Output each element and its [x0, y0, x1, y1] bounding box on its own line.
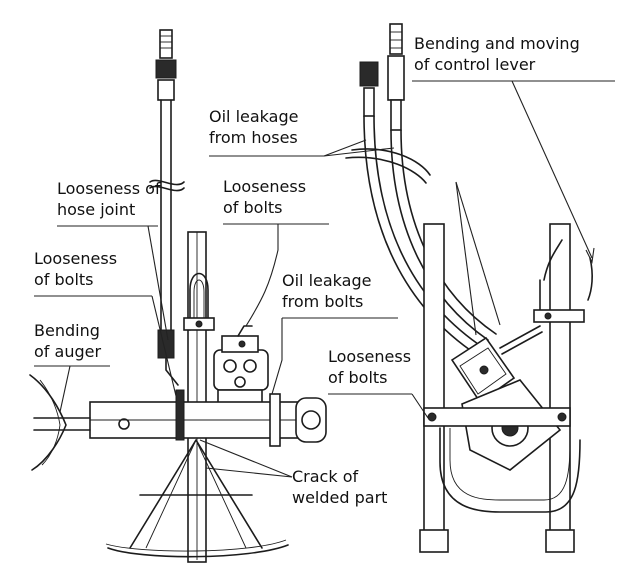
- left-hydraulic-motor: [213, 325, 269, 405]
- right-posts: [419, 223, 575, 553]
- right-crossbar: [423, 407, 571, 427]
- leader-lines: [34, 80, 615, 478]
- left-frame-legs: [105, 439, 289, 558]
- label-oil-leakage-from-bolts: Oil leakage from bolts: [282, 271, 372, 311]
- label-crack-welded-part: Crack of welded part: [292, 467, 388, 507]
- label-bending-of-auger: Bending of auger: [34, 321, 102, 361]
- left-boom: [89, 389, 327, 447]
- label-oil-leakage-from-hoses: Oil leakage from hoses: [209, 107, 299, 147]
- right-control-valves: [359, 23, 405, 131]
- left-auger: [29, 374, 91, 471]
- label-looseness-bolts-left: Looseness of bolts: [34, 249, 118, 289]
- right-control-lever: [533, 239, 593, 323]
- label-bending-moving-control-lever: Bending and moving of control lever: [414, 34, 580, 74]
- label-looseness-bolts-right: Looseness of bolts: [328, 347, 412, 387]
- left-mast: [187, 231, 207, 563]
- right-valve-block: [450, 325, 543, 404]
- right-u-frame: [439, 427, 581, 513]
- label-looseness-bolts-top: Looseness of bolts: [223, 177, 307, 217]
- left-hose-loop: [183, 272, 215, 331]
- label-looseness-hose-joint: Looseness of hose joint: [57, 179, 161, 219]
- right-hoses: [345, 115, 497, 351]
